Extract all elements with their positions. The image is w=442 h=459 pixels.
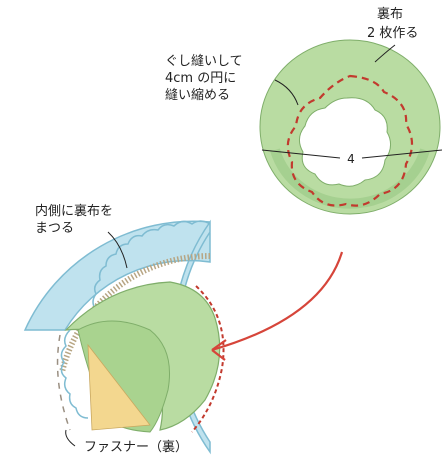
- assembled-piece: [25, 221, 224, 452]
- label-backing-cloth: 裏布 2 枚作る: [367, 7, 418, 41]
- label-zipper: ファスナー（裏）: [84, 440, 188, 455]
- ring-body: [260, 40, 440, 214]
- attach-arrow: [212, 252, 342, 350]
- leader-zipper: [66, 430, 75, 446]
- label-running-stitch: ぐし縫いして 4cm の円に 縫い縮める: [165, 54, 247, 103]
- label-inner-side: 内側に裏布を まつる: [35, 203, 117, 236]
- dimension-value: 4: [347, 152, 355, 166]
- backing-cloth-ring: [260, 40, 440, 214]
